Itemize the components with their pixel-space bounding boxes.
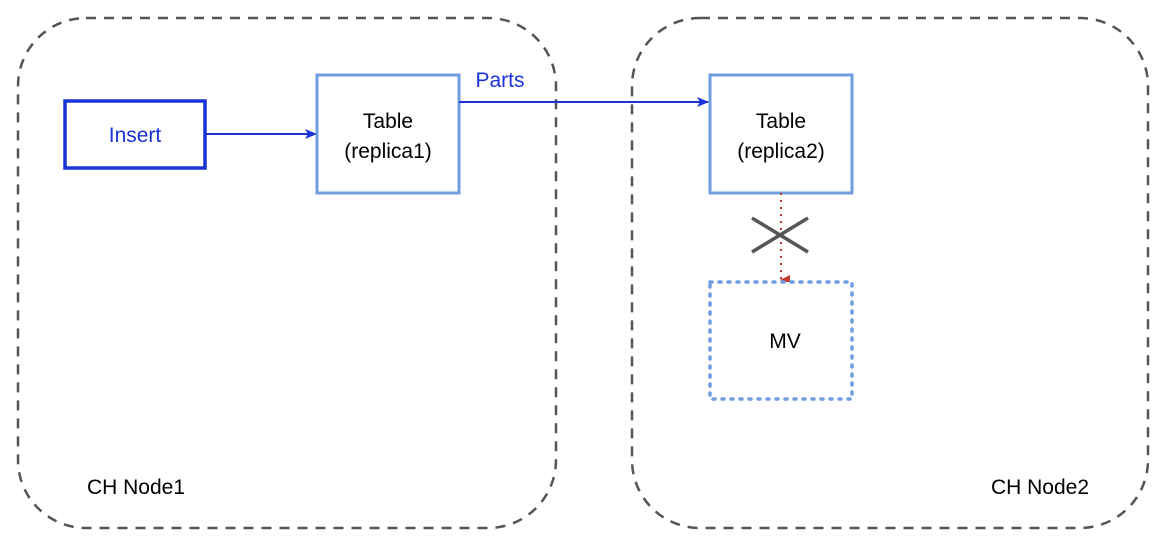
table-replica1-subtitle: (replica1) xyxy=(344,140,432,163)
table-replica1-box xyxy=(315,73,461,195)
cross-line-b xyxy=(751,216,809,254)
parts-label: Parts xyxy=(475,69,524,92)
table-replica2-subtitle: (replica2) xyxy=(737,140,825,163)
ch-node2-border xyxy=(630,16,1150,530)
blocked-cross-icon xyxy=(751,216,809,254)
mv-node: MV xyxy=(708,280,854,401)
table-replica2-title: Table xyxy=(756,110,806,133)
insert-node: Insert xyxy=(63,99,207,170)
ch-node1-label: CH Node1 xyxy=(87,476,185,499)
table-replica1-node: Table (replica1) xyxy=(315,73,461,195)
ch-node1-border xyxy=(16,16,558,530)
ch-node2-label: CH Node2 xyxy=(991,476,1089,499)
table-replica1-title: Table xyxy=(363,110,413,133)
mv-box xyxy=(708,280,854,401)
insert-label: Insert xyxy=(109,124,162,147)
ch-node1-container: CH Node1 xyxy=(16,16,558,530)
insert-box xyxy=(63,99,207,170)
table-replica2-box xyxy=(708,73,854,195)
table-replica2-node: Table (replica2) xyxy=(708,73,854,195)
mv-label: MV xyxy=(769,330,801,353)
ch-node2-container: CH Node2 xyxy=(630,16,1150,530)
